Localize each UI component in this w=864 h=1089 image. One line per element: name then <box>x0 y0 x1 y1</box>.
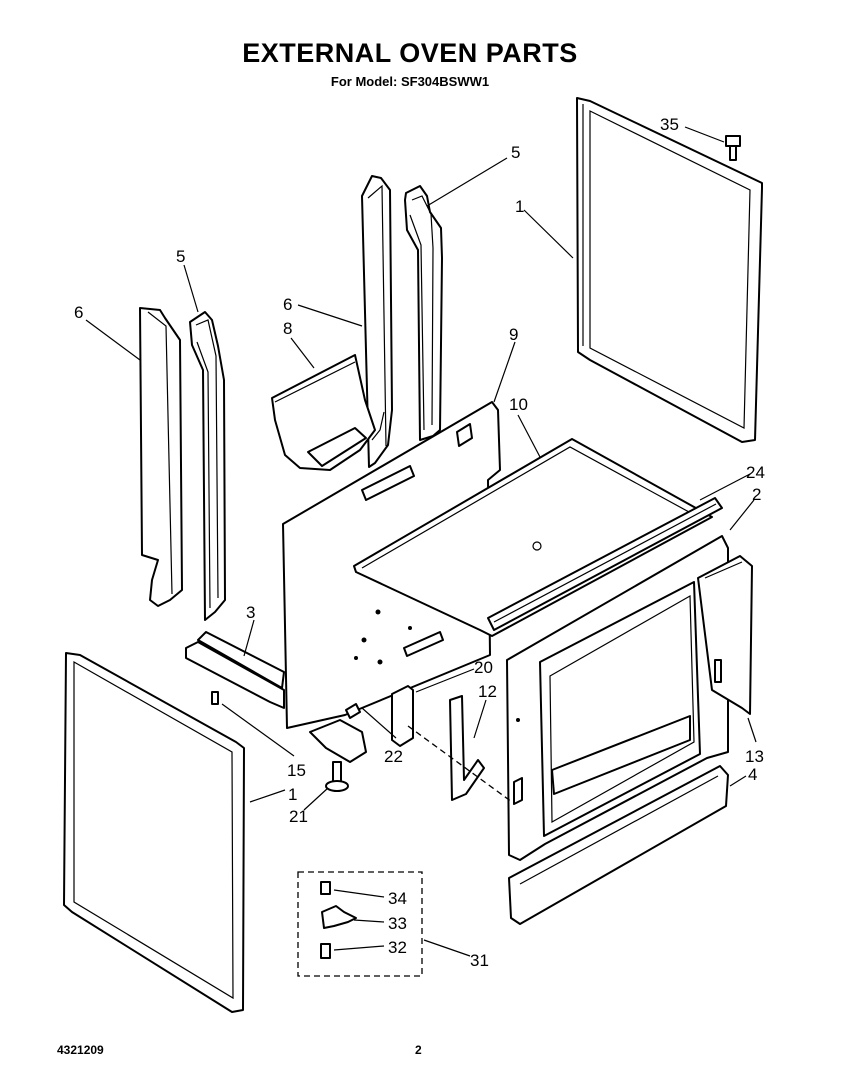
callout-20: 20 <box>474 658 493 677</box>
side-frame-13 <box>697 555 753 715</box>
callout-13: 13 <box>745 747 764 766</box>
callout-21: 21 <box>289 807 308 826</box>
model-subtitle: For Model: SF304BSWW1 <box>330 74 490 89</box>
side-panel-left <box>63 652 245 1013</box>
callout-1-top: 1 <box>515 197 524 216</box>
support-block <box>309 719 367 763</box>
callout-6-left: 6 <box>74 303 83 322</box>
leader-lines <box>85 126 757 957</box>
top-tray-10 <box>353 438 713 637</box>
callout-15: 15 <box>287 761 306 780</box>
part-12 <box>449 695 485 801</box>
kit-31-box <box>297 871 423 977</box>
strip-24 <box>487 497 723 631</box>
callout-1-bottom: 1 <box>288 785 297 804</box>
callout-4: 4 <box>748 765 757 784</box>
callout-labels: 35 5 1 5 6 6 8 9 10 24 2 3 20 12 22 15 1… <box>74 115 765 970</box>
front-frame-2 <box>506 535 729 861</box>
callout-34: 34 <box>388 889 407 908</box>
page-number: 2 <box>415 1043 422 1057</box>
callout-5-left: 5 <box>176 247 185 266</box>
side-panel-right <box>576 97 763 443</box>
callout-12: 12 <box>478 682 497 701</box>
vent-duct-8 <box>271 354 376 471</box>
leveling-leg-21 <box>325 761 349 792</box>
callout-3: 3 <box>246 603 255 622</box>
callout-9: 9 <box>509 325 518 344</box>
callout-8: 8 <box>283 319 292 338</box>
screw-35 <box>725 135 741 161</box>
bracket-3 <box>185 631 285 709</box>
part-20 <box>391 685 414 747</box>
callout-22: 22 <box>384 747 403 766</box>
channel-6-left <box>139 307 183 607</box>
channel-5-left <box>189 311 226 621</box>
callout-33: 33 <box>388 914 407 933</box>
callout-24: 24 <box>746 463 765 482</box>
channel-5-right <box>404 185 443 441</box>
clip-22 <box>345 703 361 719</box>
page-title: EXTERNAL OVEN PARTS <box>242 38 578 68</box>
callout-5-right: 5 <box>511 143 520 162</box>
callout-35: 35 <box>660 115 679 134</box>
screw-15 <box>211 691 219 705</box>
channel-6-middle <box>361 175 393 468</box>
bottom-rail-4 <box>508 765 729 925</box>
callout-32: 32 <box>388 938 407 957</box>
callout-10: 10 <box>509 395 528 414</box>
callout-2: 2 <box>752 485 761 504</box>
document-number: 4321209 <box>57 1043 104 1057</box>
callout-6-middle: 6 <box>283 295 292 314</box>
callout-31: 31 <box>470 951 489 970</box>
